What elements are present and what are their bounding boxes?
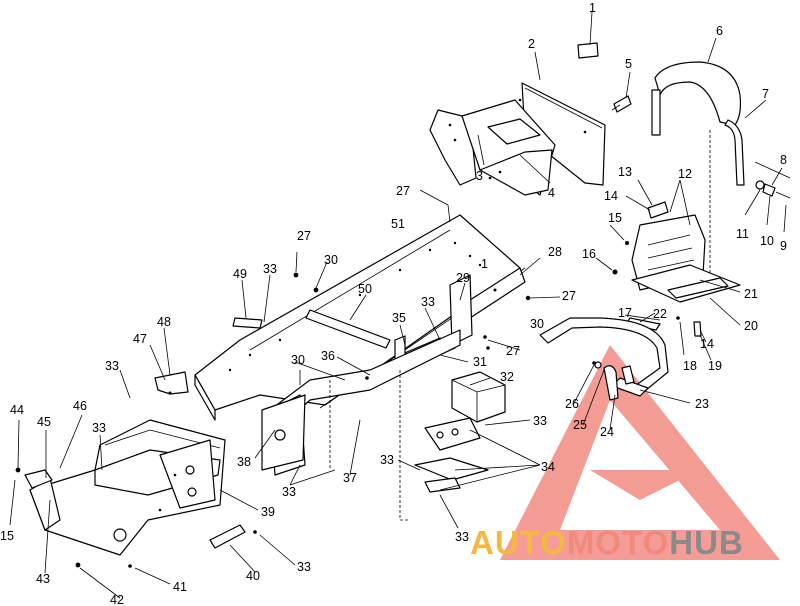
part-hardware-right	[754, 161, 791, 199]
part-rear-brackets	[429, 99, 556, 196]
callout-label: 27	[396, 184, 410, 198]
callout-label: 48	[157, 315, 171, 329]
callout-label: 39	[261, 505, 275, 519]
callout-label: 6	[716, 24, 723, 38]
callout-label: 1	[481, 257, 488, 271]
watermark-word-moto: MOTO	[567, 524, 669, 561]
callout-label: 33	[380, 453, 394, 467]
callout-label: 3	[476, 169, 483, 183]
part-clamp	[594, 361, 635, 401]
callout-label: 33	[297, 560, 311, 574]
callout-label: 25	[573, 418, 587, 432]
callout-label: 15	[0, 529, 14, 543]
callout-label: 30	[324, 253, 338, 267]
callout-label: 1	[589, 1, 596, 15]
part-brackets-34	[414, 417, 489, 493]
callout-label: 33	[421, 295, 435, 309]
callout-label: 38	[237, 455, 251, 469]
callout-label: 41	[173, 580, 187, 594]
watermark-triangle	[500, 345, 780, 560]
callout-label: 37	[343, 471, 357, 485]
callout-label: 36	[321, 349, 335, 363]
callout-label: 27	[562, 289, 576, 303]
callout-label: 33	[282, 485, 296, 499]
callout-label: 17	[618, 306, 632, 320]
callout-label: 18	[683, 359, 697, 373]
callout-label: 47	[133, 332, 147, 346]
part-grab-handle	[612, 201, 741, 303]
callout-label: 13	[618, 165, 632, 179]
part-backrest	[651, 61, 745, 290]
callout-label: 24	[600, 425, 614, 439]
watermark-logo: AUTOMOTOHUB	[470, 524, 744, 561]
callout-label: 26	[565, 397, 579, 411]
callout-label: 33	[92, 421, 106, 435]
part-bracket-47	[154, 371, 189, 395]
callout-label: 27	[506, 344, 520, 358]
callout-label: 33	[455, 530, 469, 544]
part-bracket-32	[451, 371, 506, 423]
svg-text:AUTOMOTOHUB: AUTOMOTOHUB	[470, 524, 744, 561]
watermark-word-hub: HUB	[669, 524, 744, 561]
part-decal	[577, 42, 599, 59]
part-side-rail	[449, 267, 526, 346]
callout-label: 12	[678, 167, 692, 181]
callout-label: 21	[744, 287, 758, 301]
callout-label: 4	[548, 186, 555, 200]
callout-label: 20	[744, 319, 758, 333]
callout-label: 8	[780, 153, 787, 167]
callout-label: 51	[391, 217, 405, 231]
part-front-cradle	[24, 419, 226, 556]
callout-label: 22	[653, 307, 667, 321]
callout-label: 30	[530, 317, 544, 331]
callout-label: 5	[625, 57, 632, 71]
part-plate-49	[232, 317, 263, 329]
callout-label: 10	[760, 234, 774, 248]
callout-label: 28	[548, 245, 562, 259]
callout-label: 50	[358, 282, 372, 296]
callout-label: 33	[533, 414, 547, 428]
callout-label: 19	[708, 359, 722, 373]
callout-label: 16	[582, 247, 596, 261]
callout-label: 45	[37, 415, 51, 429]
callout-label: 46	[73, 399, 87, 413]
callout-label: 7	[762, 87, 769, 101]
callout-label: 29	[456, 271, 470, 285]
callout-label: 32	[500, 370, 514, 384]
callout-label: 43	[36, 572, 50, 586]
leader-lines	[9, 11, 787, 599]
callout-label: 34	[541, 460, 555, 474]
callout-label: 42	[110, 593, 124, 606]
callout-label: 9	[780, 239, 787, 253]
watermark-word-auto: AUTO	[470, 524, 567, 561]
callout-label: 2	[528, 37, 535, 51]
callout-label: 35	[392, 311, 406, 325]
part-tunnel	[194, 214, 526, 421]
callout-label: 14	[700, 337, 714, 351]
callout-label: 33	[263, 262, 277, 276]
part-side-panel	[261, 394, 306, 471]
part-front-plate	[209, 524, 246, 549]
callout-label: 40	[246, 569, 260, 583]
callout-label: 33	[105, 359, 119, 373]
part-running-rail	[305, 309, 391, 349]
callout-label: 27	[297, 229, 311, 243]
callout-label: 30	[291, 353, 305, 367]
callout-label: 11	[736, 227, 749, 241]
callout-label: 44	[10, 403, 24, 417]
callout-label: 23	[695, 397, 709, 411]
callout-label: 49	[233, 267, 247, 281]
callout-label: 31	[473, 355, 487, 369]
callout-label: 15	[608, 211, 622, 225]
callout-label: 14	[604, 189, 618, 203]
fasteners	[15, 272, 596, 568]
part-bushing	[611, 95, 632, 113]
